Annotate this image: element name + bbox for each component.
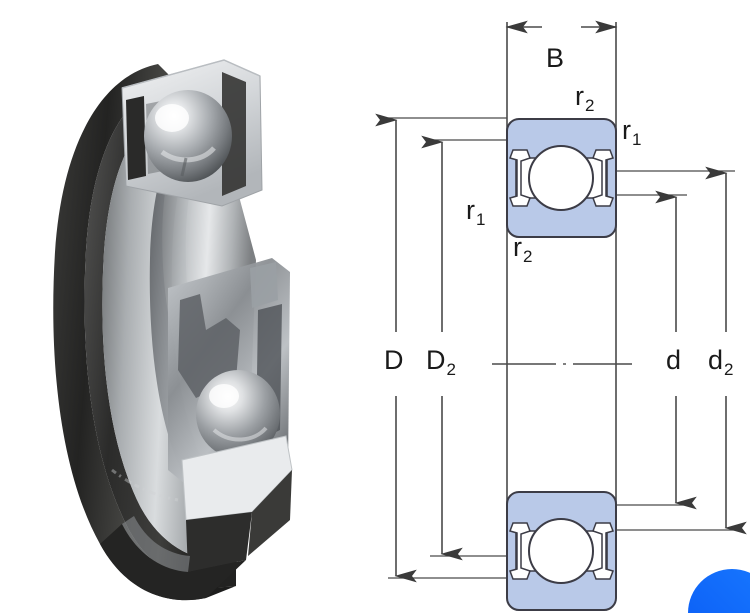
bearing-section-lower: [506, 491, 617, 611]
dimension-B: [505, 20, 618, 100]
label-r2-left: r2: [513, 232, 533, 266]
label-d: d: [666, 345, 682, 375]
label-D: D: [384, 345, 404, 375]
dimension-drawing-svg: [375, 20, 747, 611]
label-r2-top: r2: [575, 81, 595, 115]
bearing-dimension-drawing: B r2 r1 r1 r2 D D2 d d2: [370, 0, 750, 613]
ring-engraving: [111, 468, 179, 502]
label-r1-left: r1: [466, 195, 486, 229]
label-r1-top: r1: [622, 115, 642, 149]
dimension-d2: [616, 166, 747, 535]
bearing-section-upper: [506, 118, 617, 238]
dimension-D2: [421, 135, 507, 561]
bearing-lower-cut-section: [168, 258, 293, 572]
label-D2: D2: [426, 345, 456, 379]
dimension-D: [375, 113, 507, 583]
label-B: B: [546, 43, 565, 73]
bearing-outer-seal: [53, 64, 237, 601]
label-d2: d2: [708, 345, 734, 379]
dimension-d: [616, 190, 697, 510]
bearing-upper-cut-section: [121, 59, 263, 207]
bearing-cutaway-render: [0, 0, 370, 613]
bearing-photo-svg: [53, 59, 293, 601]
bearing-lower-seal-lip: [100, 516, 246, 601]
